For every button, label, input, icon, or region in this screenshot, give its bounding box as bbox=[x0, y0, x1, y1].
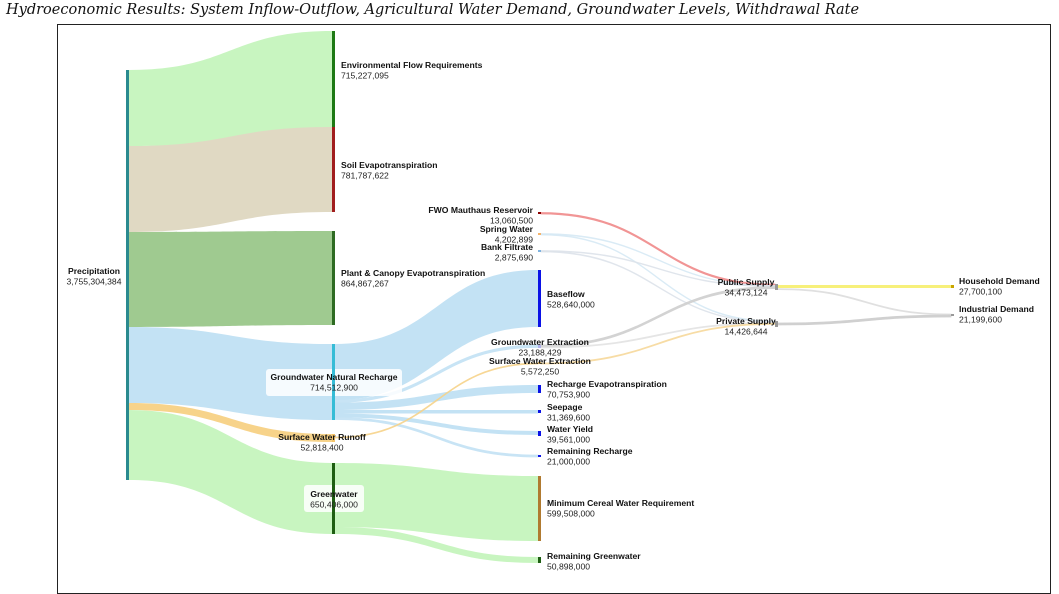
node-value-private: 14,426,644 bbox=[724, 327, 767, 337]
node-label-industrial: Industrial Demand bbox=[959, 304, 1034, 314]
node-remrech[interactable] bbox=[538, 455, 541, 457]
node-yield[interactable] bbox=[538, 431, 541, 436]
node-label-household: Household Demand bbox=[959, 276, 1040, 286]
link-green-to-cereal[interactable] bbox=[335, 463, 538, 541]
node-label-green: Greenwater bbox=[310, 489, 358, 499]
link-gwnr-to-yield[interactable] bbox=[335, 413, 538, 436]
node-value-seepage: 31,369,600 bbox=[547, 413, 590, 423]
node-private[interactable] bbox=[775, 321, 778, 327]
link-precip-to-plant[interactable] bbox=[129, 231, 332, 327]
node-bank[interactable] bbox=[538, 250, 541, 252]
node-label-spring: Spring Water bbox=[480, 224, 534, 234]
node-value-rechevap: 70,753,900 bbox=[547, 390, 590, 400]
node-value-gwext: 23,188,429 bbox=[518, 348, 561, 358]
node-label-fwo: FWO Mauthaus Reservoir bbox=[428, 205, 533, 215]
node-green[interactable] bbox=[332, 463, 335, 534]
node-public[interactable] bbox=[775, 284, 778, 290]
link-precip-to-green[interactable] bbox=[129, 410, 332, 534]
node-household[interactable] bbox=[951, 285, 954, 288]
link-fwo-to-public[interactable] bbox=[540, 212, 776, 286]
node-remgreen[interactable] bbox=[538, 557, 541, 563]
node-value-soil: 781,787,622 bbox=[341, 171, 389, 181]
links-layer bbox=[129, 31, 952, 563]
node-value-fwo: 13,060,500 bbox=[490, 216, 533, 226]
node-fwo[interactable] bbox=[538, 212, 541, 214]
node-label-precip: Precipitation bbox=[68, 266, 120, 276]
node-precip[interactable] bbox=[126, 70, 129, 480]
node-value-industrial: 21,199,600 bbox=[959, 315, 1002, 325]
node-value-precip: 3,755,304,384 bbox=[67, 277, 122, 287]
node-label-private: Private Supply bbox=[716, 316, 776, 326]
node-value-swext: 5,572,250 bbox=[521, 367, 559, 377]
node-label-env: Environmental Flow Requirements bbox=[341, 60, 483, 70]
node-label-plant: Plant & Canopy Evapotranspiration bbox=[341, 268, 485, 278]
link-precip-to-gwnr[interactable] bbox=[129, 327, 332, 420]
node-soil[interactable] bbox=[332, 127, 335, 212]
node-value-public: 34,473,124 bbox=[724, 288, 767, 298]
node-value-remgreen: 50,898,000 bbox=[547, 562, 590, 572]
node-gwnr[interactable] bbox=[332, 344, 335, 420]
node-cereal[interactable] bbox=[538, 476, 541, 541]
link-precip-to-soil[interactable] bbox=[129, 127, 332, 232]
node-label-remgreen: Remaining Greenwater bbox=[547, 551, 641, 561]
node-value-plant: 864,867,267 bbox=[341, 279, 389, 289]
node-value-runoff: 52,818,400 bbox=[300, 443, 343, 453]
node-label-gwnr: Groundwater Natural Recharge bbox=[270, 372, 397, 382]
node-label-seepage: Seepage bbox=[547, 402, 583, 412]
node-industrial[interactable] bbox=[951, 314, 954, 316]
node-label-swext: Surface Water Extraction bbox=[489, 356, 591, 366]
link-green-to-remgreen[interactable] bbox=[335, 527, 538, 563]
node-value-remrech: 21,000,000 bbox=[547, 457, 590, 467]
node-baseflow[interactable] bbox=[538, 270, 541, 327]
node-value-env: 715,227,095 bbox=[341, 71, 389, 81]
node-plant[interactable] bbox=[332, 231, 335, 325]
node-value-spring: 4,202,899 bbox=[495, 235, 533, 245]
node-seepage[interactable] bbox=[538, 410, 541, 413]
nodes-layer bbox=[126, 31, 954, 563]
node-label-rechevap: Recharge Evapotranspiration bbox=[547, 379, 667, 389]
node-value-yield: 39,561,000 bbox=[547, 435, 590, 445]
link-private-to-industrial[interactable] bbox=[777, 314, 952, 326]
link-public-to-household[interactable] bbox=[778, 285, 951, 288]
link-precip-to-env[interactable] bbox=[129, 31, 332, 146]
node-spring[interactable] bbox=[538, 233, 541, 235]
link-gwnr-to-seepage[interactable] bbox=[335, 410, 538, 414]
node-value-bank: 2,875,690 bbox=[495, 253, 533, 263]
node-value-baseflow: 528,640,000 bbox=[547, 300, 595, 310]
node-gwext[interactable] bbox=[538, 345, 541, 348]
node-label-yield: Water Yield bbox=[547, 424, 593, 434]
link-gwnr-to-baseflow[interactable] bbox=[335, 270, 538, 400]
node-label-public: Public Supply bbox=[718, 277, 775, 287]
node-rechevap[interactable] bbox=[538, 385, 541, 393]
node-env[interactable] bbox=[332, 31, 335, 136]
link-precip-to-runoff[interactable] bbox=[129, 403, 332, 442]
node-value-green: 650,406,000 bbox=[310, 500, 358, 510]
node-label-baseflow: Baseflow bbox=[547, 289, 585, 299]
node-label-bank: Bank Filtrate bbox=[481, 242, 533, 252]
node-value-cereal: 599,508,000 bbox=[547, 509, 595, 519]
node-value-household: 27,700,100 bbox=[959, 287, 1002, 297]
node-label-gwext: Groundwater Extraction bbox=[491, 337, 589, 347]
link-gwnr-to-rechevap[interactable] bbox=[335, 385, 538, 410]
node-swext[interactable] bbox=[538, 362, 541, 364]
node-label-cereal: Minimum Cereal Water Requirement bbox=[547, 498, 694, 508]
node-label-remrech: Remaining Recharge bbox=[547, 446, 633, 456]
node-label-soil: Soil Evapotranspiration bbox=[341, 160, 437, 170]
node-value-gwnr: 714,512,900 bbox=[310, 383, 358, 393]
node-label-runoff: Surface Water Runoff bbox=[278, 432, 366, 442]
link-public-to-industrial[interactable] bbox=[777, 288, 952, 316]
node-runoff[interactable] bbox=[332, 434, 335, 442]
chart-title: Hydroeconomic Results: System Inflow-Out… bbox=[6, 2, 860, 18]
